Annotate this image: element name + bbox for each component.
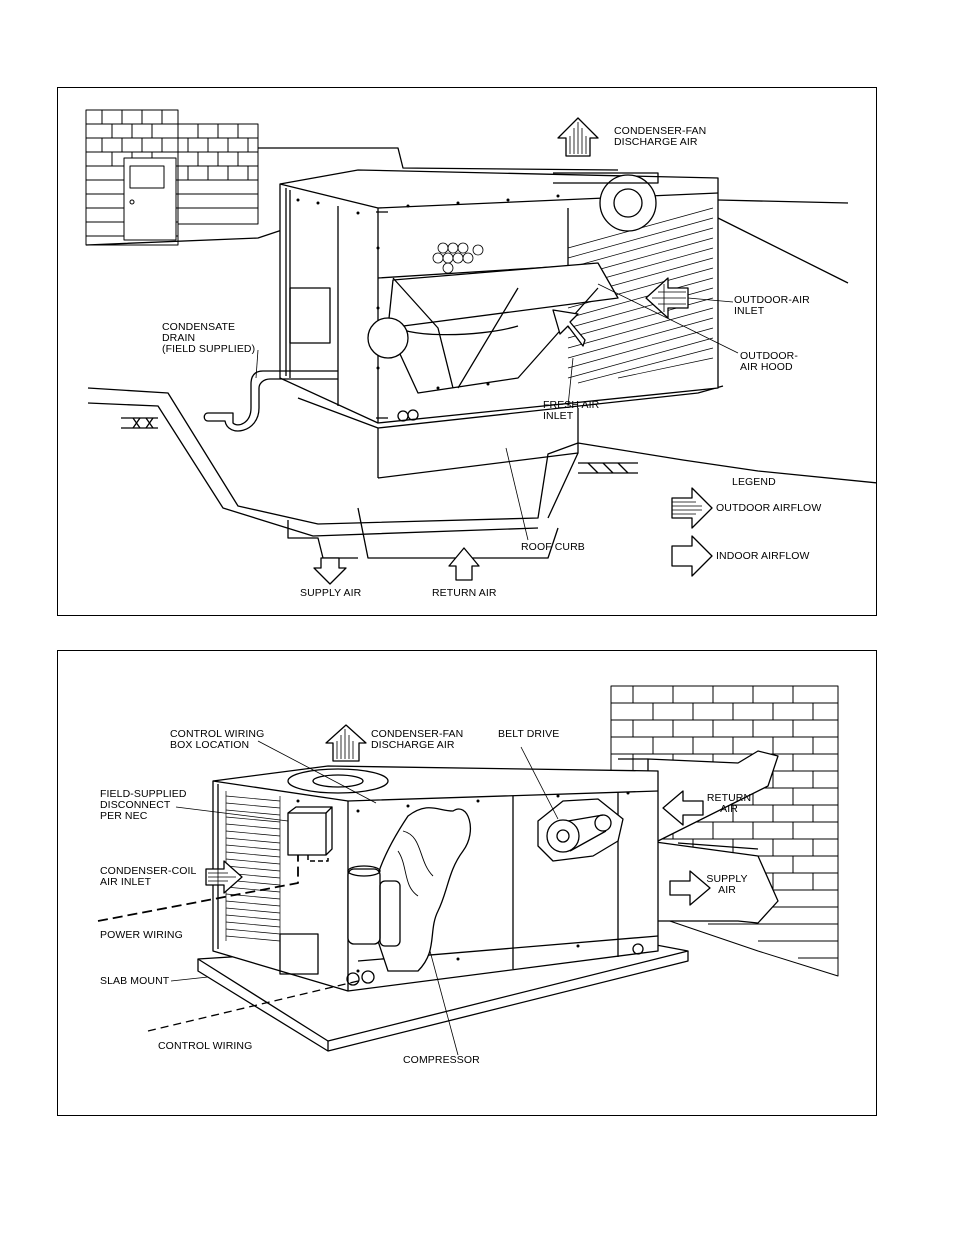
control-wiring — [147, 980, 359, 1032]
roof-beams — [121, 417, 638, 474]
label-control-wiring-box: CONTROL WIRING BOX LOCATION — [170, 728, 265, 751]
condenser-fan-grille — [287, 768, 389, 794]
label-power-wiring: POWER WIRING — [100, 929, 183, 941]
control-box-panel — [279, 933, 319, 975]
slab-mount-unit-illustration — [97, 685, 839, 1056]
condenser-coil-inlet-arrow — [205, 860, 243, 894]
rooftop-unit-illustration — [85, 109, 876, 585]
label-supply-air: SUPPLY AIR — [706, 873, 748, 896]
brick-wall-right — [177, 123, 259, 225]
label-condensate-drain: CONDENSATE DRAIN (FIELD SUPPLIED) — [162, 321, 256, 355]
label-outdoor-air-hood: OUTDOOR- AIR HOOD — [740, 350, 798, 373]
label-return-air: RETURN AIR — [706, 792, 752, 815]
packaged-unit — [212, 765, 659, 992]
condenser-fan-discharge-arrow — [557, 117, 599, 157]
rooftop-unit — [279, 169, 719, 424]
blower-wheel — [546, 819, 580, 853]
label-outdoor-air-inlet: OUTDOOR-AIR INLET — [734, 294, 810, 317]
condenser-fan-discharge-arrow — [325, 724, 367, 762]
legend-indoor-airflow-label: INDOOR AIRFLOW — [716, 550, 810, 562]
unit-rivets — [296, 194, 560, 390]
supply-return-ducts — [287, 520, 358, 559]
legend-outdoor-airflow-swatch — [671, 487, 713, 529]
legend-title: LEGEND — [732, 476, 776, 488]
label-fresh-air-inlet: FRESH AIR INLET — [543, 399, 600, 422]
label-condenser-fan-discharge: CONDENSER-FAN DISCHARGE AIR — [614, 125, 707, 148]
label-belt-drive: BELT DRIVE — [498, 728, 560, 740]
label-return-air: RETURN AIR — [432, 587, 497, 599]
slab-mount-unit-diagram-panel: CONTROL WIRING BOX LOCATION CONDENSER-FA… — [57, 650, 877, 1116]
label-control-wiring: CONTROL WIRING — [158, 1040, 253, 1052]
coil-tubes — [432, 242, 484, 274]
condenser-fan — [599, 174, 657, 232]
label-field-supplied-disconnect: FIELD-SUPPLIED DISCONNECT PER NEC — [100, 788, 187, 822]
supply-air-arrow — [313, 557, 347, 585]
leader-lines — [255, 283, 739, 541]
leader-lines — [170, 740, 559, 1056]
return-air-arrow — [448, 547, 480, 581]
fresh-air-inlet-arrow — [552, 309, 586, 347]
outdoor-air-inlet-arrow — [645, 277, 689, 319]
rooftop-unit-diagram-panel: CONDENSER-FAN DISCHARGE AIR OUTDOOR-AIR … — [57, 87, 877, 616]
label-compressor: COMPRESSOR — [403, 1054, 480, 1066]
label-condenser-coil-air-inlet: CONDENSER-COIL AIR INLET — [100, 865, 197, 888]
disconnect-box — [287, 812, 327, 856]
label-slab-mount: SLAB MOUNT — [100, 975, 170, 987]
access-panel — [289, 287, 331, 344]
label-roof-curb: ROOF CURB — [521, 541, 585, 553]
legend-outdoor-airflow-label: OUTDOOR AIRFLOW — [716, 502, 822, 514]
label-supply-air: SUPPLY AIR — [300, 587, 362, 599]
brick-wall-left — [85, 109, 209, 246]
unit-rivets — [296, 791, 630, 973]
compressor-body — [347, 868, 381, 945]
supply-air-arrow — [669, 870, 711, 906]
building-door — [123, 157, 177, 241]
roof-curb — [297, 385, 724, 519]
label-condenser-fan-discharge: CONDENSER-FAN DISCHARGE AIR — [371, 728, 464, 751]
return-air-arrow — [662, 790, 704, 826]
legend-indoor-airflow-swatch — [671, 535, 713, 577]
power-wiring — [97, 855, 299, 922]
condensate-drain-pipe — [203, 370, 338, 432]
